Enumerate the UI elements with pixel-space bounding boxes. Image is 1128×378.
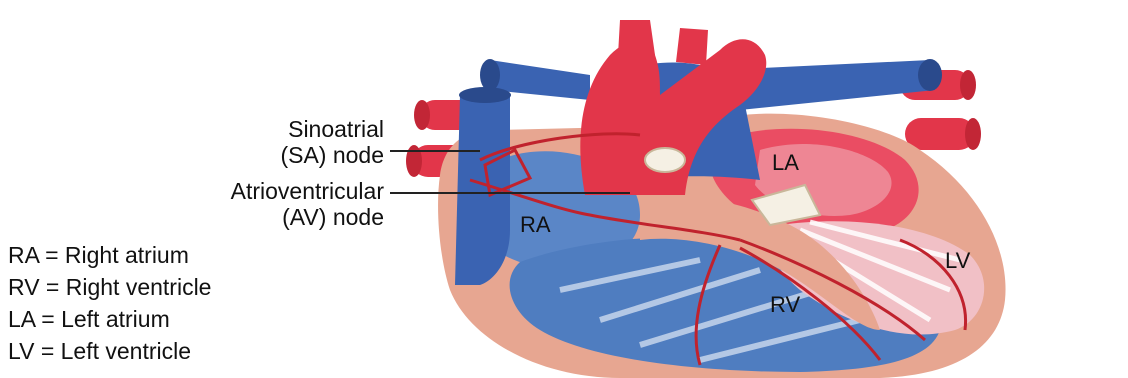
chamber-label-ra: RA <box>520 212 551 237</box>
chamber-label-lv: LV <box>945 248 971 273</box>
chamber-label-rv: RV <box>770 292 800 317</box>
svc-opening <box>459 87 511 103</box>
chamber-label-la: LA <box>772 150 799 175</box>
aortic-valve-icon <box>645 148 685 172</box>
